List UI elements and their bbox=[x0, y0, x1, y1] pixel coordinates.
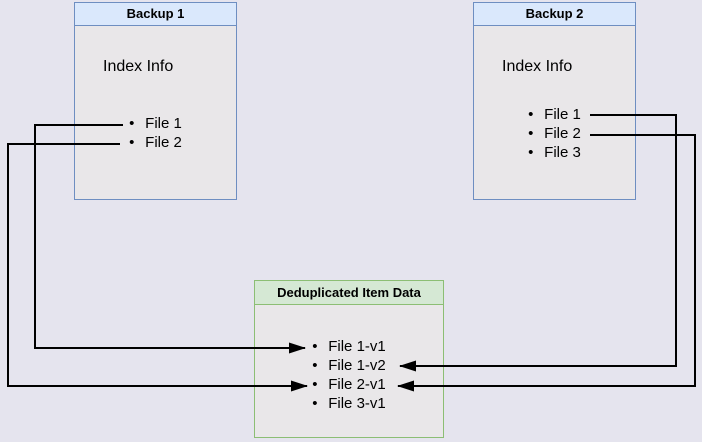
dedup-file-list: File 1-v1File 1-v2File 2-v1File 3-v1 bbox=[255, 337, 443, 413]
backup1-box: Backup 1 Index Info File 1File 2 bbox=[74, 2, 237, 200]
list-item: File 1-v2 bbox=[312, 356, 386, 375]
list-item: File 3 bbox=[528, 143, 581, 162]
backup1-index-info-label: Index Info bbox=[103, 58, 174, 75]
backup2-index-info-label: Index Info bbox=[502, 58, 573, 75]
list-item: File 3-v1 bbox=[312, 394, 386, 413]
backup2-title: Backup 2 bbox=[474, 3, 635, 26]
list-item: File 2 bbox=[129, 133, 182, 152]
list-item: File 2 bbox=[528, 124, 581, 143]
deduplicated-item-data-box: Deduplicated Item Data File 1-v1File 1-v… bbox=[254, 280, 444, 438]
list-item: File 1 bbox=[528, 105, 581, 124]
backup1-file-list: File 1File 2 bbox=[75, 114, 236, 152]
list-item: File 2-v1 bbox=[312, 375, 386, 394]
list-item: File 1-v1 bbox=[312, 337, 386, 356]
list-item: File 1 bbox=[129, 114, 182, 133]
backup2-box: Backup 2 Index Info File 1File 2File 3 bbox=[473, 2, 636, 200]
backup1-title: Backup 1 bbox=[75, 3, 236, 26]
dedup-title: Deduplicated Item Data bbox=[255, 281, 443, 305]
backup2-file-list: File 1File 2File 3 bbox=[474, 105, 635, 162]
